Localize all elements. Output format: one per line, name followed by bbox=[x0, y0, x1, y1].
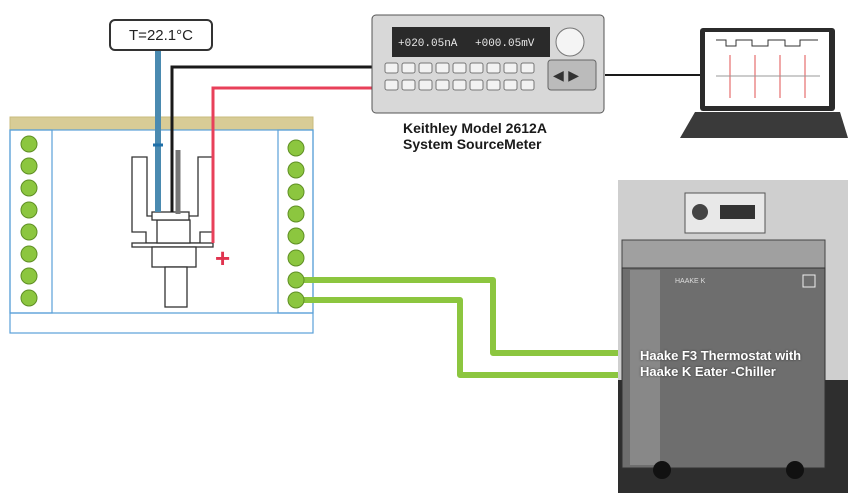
coolant-dot bbox=[21, 158, 37, 174]
sourcemeter-button bbox=[402, 63, 415, 73]
coolant-dot bbox=[288, 184, 304, 200]
sourcemeter-button bbox=[521, 80, 534, 90]
enclosure-lid bbox=[10, 117, 313, 130]
cell-sample-layer bbox=[152, 212, 189, 220]
positive-terminal-symbol: + bbox=[215, 243, 230, 274]
laptop bbox=[680, 28, 848, 138]
temperature-display: T=22.1°C bbox=[109, 19, 213, 51]
coolant-dot bbox=[288, 250, 304, 266]
chiller-caption-line1: Haake F3 Thermostat with bbox=[640, 348, 801, 364]
sourcemeter-caption-line2: System SourceMeter bbox=[403, 136, 547, 152]
chiller-wheel-left bbox=[653, 461, 671, 479]
coolant-dot bbox=[288, 162, 304, 178]
coolant-dot bbox=[288, 140, 304, 156]
coolant-dot bbox=[288, 206, 304, 222]
sourcemeter-caption-line1: Keithley Model 2612A bbox=[403, 120, 547, 136]
sourcemeter-button bbox=[436, 80, 449, 90]
sourcemeter-button bbox=[436, 63, 449, 73]
sourcemeter-knob bbox=[556, 28, 584, 56]
sourcemeter-display-ch2: +000.05mV bbox=[475, 38, 535, 50]
sourcemeter-button bbox=[487, 63, 500, 73]
coolant-dot bbox=[21, 136, 37, 152]
sourcemeter-button bbox=[487, 80, 500, 90]
pipe-port-lower bbox=[288, 292, 304, 308]
sourcemeter-button bbox=[402, 80, 415, 90]
chiller-controller-dial bbox=[692, 204, 708, 220]
chiller-body-top bbox=[622, 240, 825, 268]
chiller-wheel-right bbox=[786, 461, 804, 479]
sourcemeter-button bbox=[385, 80, 398, 90]
sourcemeter-nav-arrows: ◀ ▶ bbox=[553, 68, 579, 84]
chiller-brand-text: HAAKE K bbox=[675, 278, 706, 285]
coolant-pipe-lower bbox=[300, 300, 622, 375]
sourcemeter-button bbox=[453, 80, 466, 90]
laptop-screen bbox=[705, 32, 829, 106]
sourcemeter-button bbox=[521, 63, 534, 73]
coolant-dot bbox=[21, 290, 37, 306]
sourcemeter-button bbox=[470, 80, 483, 90]
cell-piston bbox=[157, 220, 190, 243]
laptop-keyboard bbox=[680, 112, 848, 138]
cell-stem bbox=[165, 267, 187, 307]
keithley-sourcemeter: +020.05nA +000.05mV ◀ ▶ bbox=[372, 15, 604, 113]
sourcemeter-caption: Keithley Model 2612A System SourceMeter bbox=[403, 120, 547, 152]
sourcemeter-button bbox=[385, 63, 398, 73]
sourcemeter-display-ch1: +020.05nA bbox=[398, 38, 458, 50]
sourcemeter-button bbox=[504, 80, 517, 90]
chiller-caption: Haake F3 Thermostat with Haake K Eater -… bbox=[640, 348, 801, 380]
haake-chiller: HAAKE K bbox=[618, 180, 848, 493]
sourcemeter-button bbox=[470, 63, 483, 73]
sourcemeter-button bbox=[419, 63, 432, 73]
chiller-controller-panel bbox=[720, 205, 755, 219]
coolant-pipes bbox=[300, 280, 622, 375]
sourcemeter-button bbox=[419, 80, 432, 90]
chiller-caption-line2: Haake K Eater -Chiller bbox=[640, 364, 801, 380]
sourcemeter-button bbox=[453, 63, 466, 73]
coolant-dot bbox=[21, 224, 37, 240]
temperature-label: T=22.1°C bbox=[129, 27, 193, 44]
coolant-dot bbox=[21, 268, 37, 284]
coolant-dot bbox=[21, 246, 37, 262]
coolant-dot bbox=[21, 180, 37, 196]
coolant-dot bbox=[288, 228, 304, 244]
coolant-dot bbox=[21, 202, 37, 218]
pipe-port-upper bbox=[288, 272, 304, 288]
sourcemeter-button bbox=[504, 63, 517, 73]
cell-stage bbox=[152, 247, 196, 267]
